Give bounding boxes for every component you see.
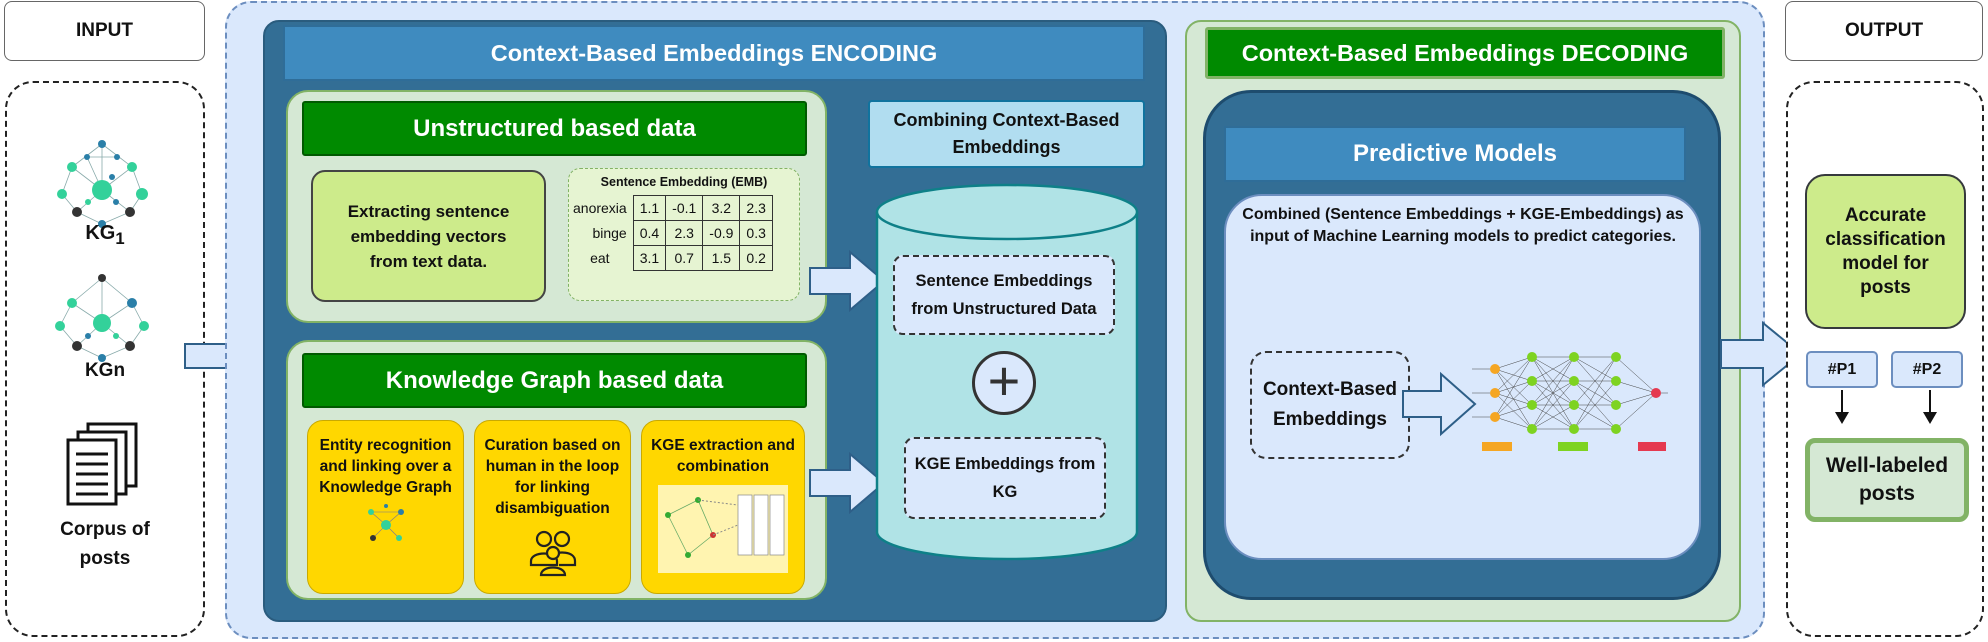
emb-cell: 1.1: [632, 195, 667, 221]
plus-circle-icon: +: [972, 351, 1036, 415]
emb-cell: 0.7: [665, 245, 704, 271]
emb-cell: 0.4: [632, 220, 667, 246]
emb-cell: -0.1: [665, 195, 704, 221]
sentence-embeddings-box: Sentence Embeddings from Unstructured Da…: [893, 255, 1115, 335]
embedding-table: anorexia 1.1 -0.1 3.2 2.3 binge 0.4 2.3 …: [571, 195, 773, 271]
kg-title: Knowledge Graph based data: [302, 353, 807, 408]
extract-sentence-box: Extracting sentence embedding vectors fr…: [311, 170, 546, 302]
tag-p2: #P2: [1891, 351, 1963, 388]
emb-cell: 2.3: [739, 195, 773, 221]
users-icon: [529, 530, 576, 577]
emb-cell: 0.3: [739, 220, 773, 246]
kge-diagram-icon: [658, 485, 788, 573]
kgn-graph-icon: [55, 274, 149, 362]
row-label: anorexia: [573, 200, 627, 216]
output-header: OUTPUT: [1785, 1, 1983, 61]
kge-extraction-text: KGE extraction and combination: [651, 437, 795, 475]
emb-cell: 1.5: [702, 245, 741, 271]
kgn-label: KGn: [84, 360, 126, 381]
embedding-row: binge 0.4 2.3 -0.9 0.3: [571, 220, 773, 246]
plus-symbol: +: [987, 349, 1021, 412]
tag-arrows-icon: [1835, 390, 1937, 424]
emb-cell: 2.3: [665, 220, 704, 246]
neural-network-icon: [1472, 352, 1668, 451]
row-label: binge: [592, 225, 627, 241]
input-header: INPUT: [4, 1, 205, 61]
emb-cell: 0.2: [739, 245, 773, 271]
corpus-label: Corpus of posts: [60, 519, 150, 569]
embedding-row: eat 3.1 0.7 1.5 0.2: [571, 245, 773, 271]
kge-extraction-box: KGE extraction and combination: [641, 420, 805, 594]
model-input-arrow-icon: [1402, 371, 1477, 437]
decoding-title: Context-Based Embeddings DECODING: [1205, 27, 1725, 79]
entity-recognition-box: Entity recognition and linking over a Kn…: [307, 420, 464, 594]
kge-embeddings-box: KGE Embeddings from KG: [904, 437, 1106, 519]
emb-cell: 3.1: [632, 245, 667, 271]
kg1-label: KG1: [55, 222, 155, 249]
output-arrow-icon: [1720, 320, 1803, 388]
entity-recognition-text: Entity recognition and linking over a Kn…: [319, 437, 452, 496]
kg1-label-text: KG: [85, 222, 116, 244]
combining-title: Combining Context-Based Embeddings: [868, 100, 1145, 168]
kg-arrow-icon: [809, 452, 886, 514]
embedding-title: Sentence Embedding (EMB): [600, 175, 768, 189]
well-labeled-posts-box: Well-labeled posts: [1805, 438, 1969, 522]
emb-cell: 3.2: [702, 195, 741, 221]
curation-text: Curation based on human in the loop for …: [484, 437, 621, 517]
unstructured-arrow-icon: [809, 250, 886, 312]
unstructured-title: Unstructured based data: [302, 101, 807, 156]
embedding-row: anorexia 1.1 -0.1 3.2 2.3: [571, 195, 773, 221]
predictive-title: Predictive Models: [1224, 126, 1686, 182]
emb-cell: -0.9: [702, 220, 741, 246]
classification-model-box: Accurate classification model for posts: [1805, 174, 1966, 329]
curation-box: Curation based on human in the loop for …: [474, 420, 631, 594]
embedding-matrix-card: Sentence Embedding (EMB) anorexia 1.1 -0…: [568, 168, 800, 301]
output-header-label: OUTPUT: [1844, 20, 1924, 41]
row-label: eat: [590, 250, 610, 266]
tag-p1: #P1: [1806, 351, 1878, 388]
input-header-label: INPUT: [76, 20, 133, 41]
kg1-subscript: 1: [115, 229, 125, 248]
context-embeddings-box: Context-Based Embeddings: [1250, 351, 1410, 459]
mini-graph-icon: [367, 504, 404, 541]
documents-icon: [66, 422, 138, 506]
encoding-title: Context-Based Embeddings ENCODING: [283, 25, 1145, 81]
predictive-description: Combined (Sentence Embeddings + KGE-Embe…: [1242, 206, 1684, 245]
kg1-graph-icon: [57, 140, 148, 228]
